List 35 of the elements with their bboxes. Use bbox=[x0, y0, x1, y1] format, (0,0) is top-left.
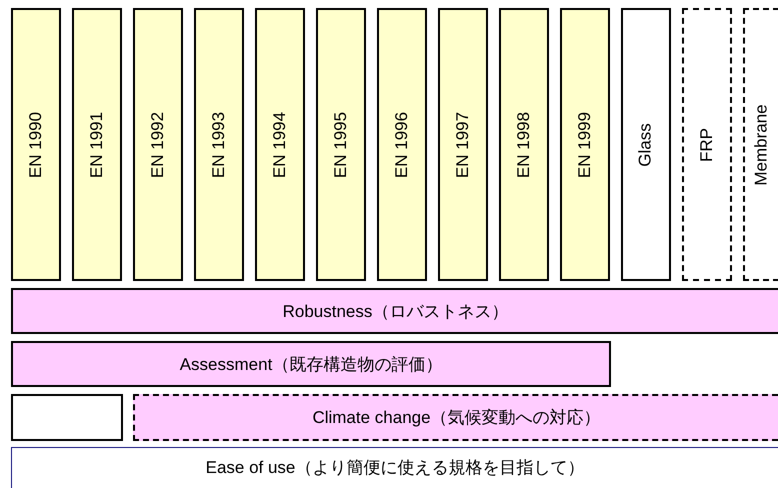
label-text: EN 1994 bbox=[270, 111, 290, 178]
column-box bbox=[194, 8, 244, 281]
label-text: EN 1995 bbox=[331, 111, 351, 178]
label-text: EN 1991 bbox=[87, 111, 107, 178]
band-box bbox=[11, 341, 611, 387]
label-text: Ease of use（より簡便に使える規格を目指して） bbox=[206, 457, 584, 479]
label-text: EN 1990 bbox=[26, 111, 46, 178]
label-text: EN 1996 bbox=[392, 111, 412, 178]
column-box bbox=[560, 8, 610, 281]
label-text: EN 1997 bbox=[453, 111, 473, 178]
band-box bbox=[11, 447, 778, 488]
label-text: FRP bbox=[697, 128, 717, 162]
label-text: Climate change（気候変動への対応） bbox=[312, 407, 601, 429]
column-box bbox=[499, 8, 549, 281]
column-box bbox=[743, 8, 778, 281]
label-text: Robustness（ロバストネス） bbox=[282, 300, 508, 322]
column-box bbox=[316, 8, 366, 281]
band-box bbox=[133, 394, 778, 441]
column-box bbox=[438, 8, 488, 281]
label-text: Glass bbox=[636, 122, 656, 166]
column-box bbox=[133, 8, 183, 281]
label-text: EN 1992 bbox=[148, 111, 168, 178]
band-box bbox=[11, 288, 778, 334]
empty-box bbox=[11, 394, 123, 441]
column-box bbox=[621, 8, 671, 281]
label-text: EN 1993 bbox=[209, 111, 229, 178]
label-text: EN 1998 bbox=[514, 111, 534, 178]
label-text: EN 1999 bbox=[575, 111, 595, 178]
label-text: Membrane bbox=[752, 104, 772, 186]
column-box bbox=[682, 8, 732, 281]
column-box bbox=[377, 8, 427, 281]
label-text: Assessment（既存構造物の評価） bbox=[180, 354, 442, 376]
column-box bbox=[72, 8, 122, 281]
column-box bbox=[255, 8, 305, 281]
column-box bbox=[11, 8, 61, 281]
